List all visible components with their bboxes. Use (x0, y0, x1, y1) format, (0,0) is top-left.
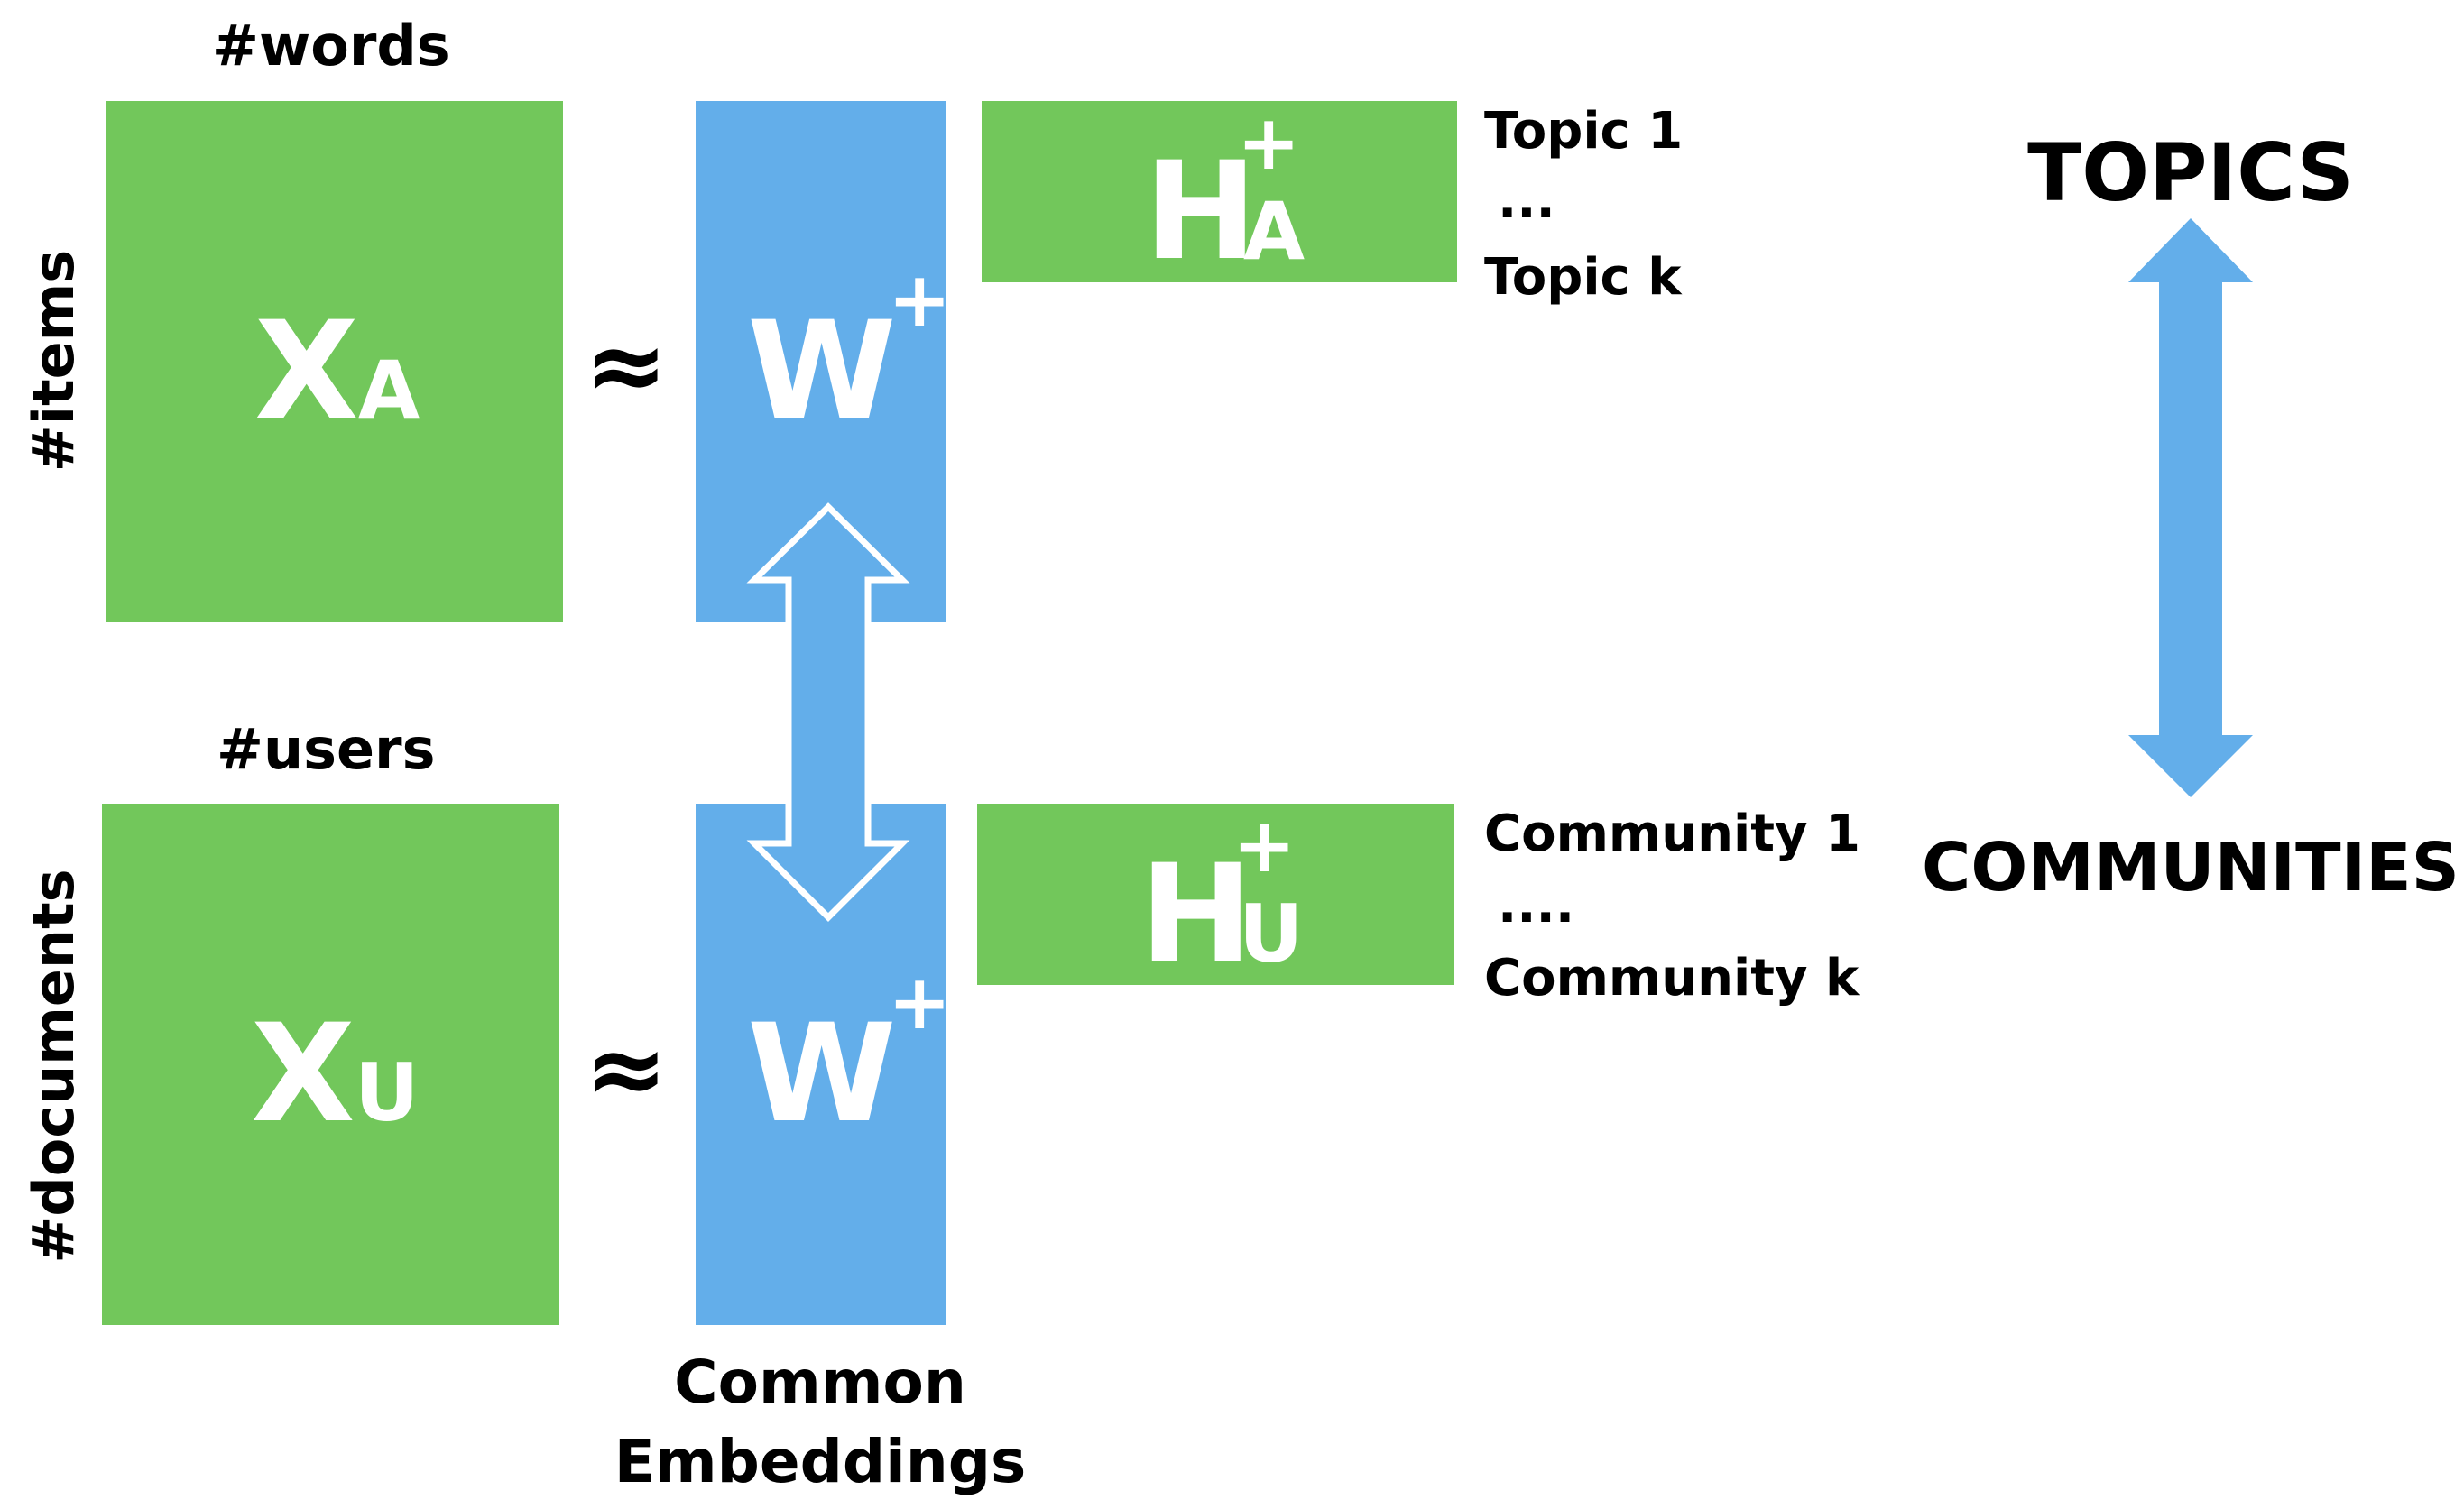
community-list-item: Community k (1484, 949, 1860, 1008)
topics-communities-arrow-shape (2128, 218, 2253, 797)
matrix-h-a-symbol: H (1144, 133, 1258, 290)
topic-list-item: Topic k (1484, 248, 1682, 307)
matrix-h-u-symbol: H (1140, 836, 1253, 993)
matrix-x-a-subscript: A (358, 344, 420, 437)
topic-list-item: Topic 1 (1484, 102, 1684, 161)
common-embeddings-caption-line2: Embeddings (614, 1427, 1027, 1496)
matrix-x-u-symbol: X (251, 996, 355, 1153)
shared-embedding-arrow-shape (746, 502, 910, 922)
approx-symbol-top: ≈ (585, 308, 669, 423)
matrix-w-bottom-symbol: W (747, 996, 897, 1153)
community-list-item: Community 1 (1484, 805, 1860, 863)
matrix-x-a: X A (106, 101, 563, 622)
matrix-h-u-subscript: U (1239, 888, 1304, 980)
matrix-h-a: H A + (982, 101, 1457, 282)
communities-heading: COMMUNITIES (1922, 829, 2459, 906)
matrix-w-top-superscript: + (888, 255, 952, 344)
topics-heading: TOPICS (2027, 126, 2354, 219)
approx-symbol-bottom: ≈ (585, 1011, 669, 1127)
common-embeddings-caption-line1: Common (674, 1348, 966, 1417)
matrix-x-a-symbol: X (254, 293, 359, 450)
matrix-w-top-symbol: W (747, 293, 897, 450)
community-list-ellipsis: .... (1498, 876, 1575, 934)
matrix-h-a-subscript: A (1243, 185, 1306, 278)
words-dimension-label: #words (212, 13, 450, 78)
matrix-h-u-superscript: + (1232, 801, 1297, 889)
matrix-h-u: H U + (977, 804, 1454, 985)
matrix-x-u: X U (102, 804, 559, 1325)
topic-list-ellipsis: ... (1498, 171, 1555, 230)
matrix-x-u-subscript: U (355, 1046, 420, 1139)
matrix-w-bottom-superscript: + (888, 958, 952, 1046)
users-dimension-label: #users (217, 716, 436, 782)
matrix-h-a-superscript: + (1237, 98, 1301, 187)
